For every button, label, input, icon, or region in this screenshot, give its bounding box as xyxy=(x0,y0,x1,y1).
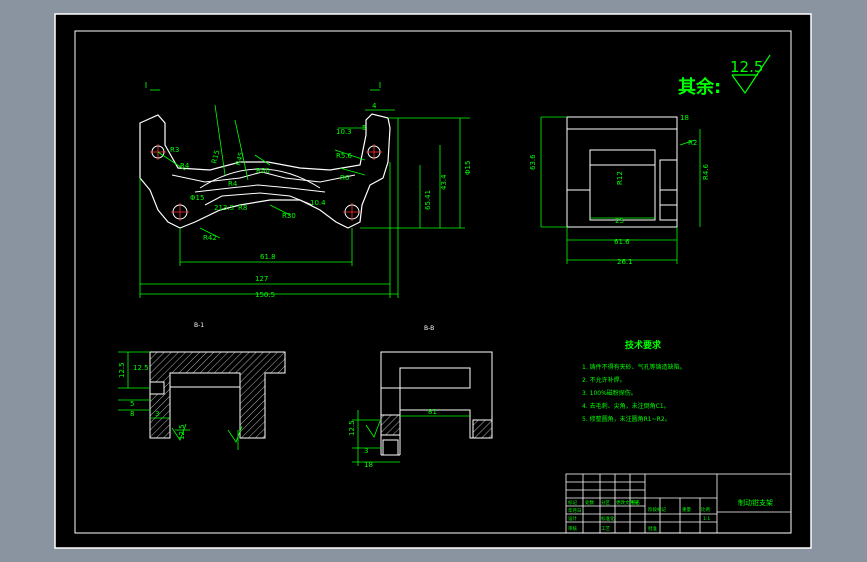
tb-label-mark: 标记 xyxy=(568,499,577,506)
sheet-border xyxy=(54,13,812,549)
dim-r30: R30 xyxy=(282,212,296,220)
side-dim-90: 26.1 xyxy=(617,258,633,266)
tech-note-2: 2. 不允许补焊。 xyxy=(582,376,626,384)
tech-note-5: 5. 修整圆角，未注圆角R1~R2。 xyxy=(582,415,671,423)
dim-r42: R42 xyxy=(203,234,217,242)
dim-r45: R45 xyxy=(234,151,245,166)
dim-r4-a: R4 xyxy=(180,162,190,170)
rest-roughness-label: 其余: xyxy=(678,76,721,98)
dim-10-4: 10.4 xyxy=(310,199,326,207)
side-dim-r2: R2 xyxy=(688,139,697,147)
sec-a-dim-6: 12.5 xyxy=(178,424,186,440)
section-view-a: B-1 12.5 12.5 5 8 3 12.5 xyxy=(118,322,286,450)
section-b-label: B-B xyxy=(424,325,434,332)
dim-r5-6: R5.6 xyxy=(336,152,353,160)
tb-label-weight: 重量 xyxy=(682,506,691,513)
tb-label-zone: 分区 xyxy=(601,499,610,506)
drawing-frame xyxy=(74,30,792,534)
technical-requirements: 技术要求 1. 铸件不得有夹砂、气孔等铸造缺陷。 2. 不允许补焊。 3. 10… xyxy=(582,339,686,423)
tb-label-scale: 比例 xyxy=(701,506,710,513)
side-dim-r12: R12 xyxy=(616,171,624,185)
tb-label-count: 处数 xyxy=(585,499,594,506)
sec-a-dim-3: 5 xyxy=(130,400,134,408)
tech-note-1: 1. 铸件不得有夹砂、气孔等铸造缺陷。 xyxy=(582,363,686,371)
roughness-value: 12.5 xyxy=(730,58,763,76)
dim-r50: R50 xyxy=(256,167,270,175)
sec-b-dim-2: 81 xyxy=(428,408,437,416)
dim-150: 127 xyxy=(255,275,268,283)
sec-b-dim-3: 3 xyxy=(364,447,368,455)
side-view: 63.6 25 61.6 26.1 R4.6 R12 R2 18 xyxy=(529,114,710,266)
dim-213: 150.5 xyxy=(255,291,275,299)
tb-label-design: 设计 xyxy=(568,515,577,522)
tb-label-approve: 批准 xyxy=(648,525,657,532)
tb-label-doc: 更改文件号 xyxy=(616,499,639,506)
sec-b-dim-1: 12.5 xyxy=(348,420,356,436)
tb-label-craft: 工艺 xyxy=(601,526,610,532)
section-a-label: B-1 xyxy=(194,322,204,329)
dim-r8: R8 xyxy=(238,204,247,212)
tb-label-sign: 签名 xyxy=(631,499,640,506)
dim-5: 5 xyxy=(362,124,366,132)
tb-label-review: 审核 xyxy=(568,525,577,532)
tech-notes-title: 技术要求 xyxy=(625,339,662,351)
tb-label-standard: 标准化 xyxy=(601,515,615,522)
dim-phi15-b: Φ15 xyxy=(190,194,204,202)
roughness-symbol-icon xyxy=(171,423,187,441)
tech-note-3: 3. 100%磁粉探伤。 xyxy=(582,389,637,397)
sec-b-dim-4: 18 xyxy=(364,461,373,469)
dim-r6: R6 xyxy=(340,174,350,182)
roughness-symbol-icon xyxy=(227,425,243,443)
dim-43: 43.4 xyxy=(440,174,448,190)
dim-61-8: Φ15 xyxy=(464,161,472,175)
dim-r4-b: R4 xyxy=(228,180,238,188)
side-dim-63: 63.6 xyxy=(529,154,537,170)
side-dim-r4: R4.6 xyxy=(702,163,710,180)
tb-label-stage: 阶段标记 xyxy=(648,506,666,513)
side-dim-18: 18 xyxy=(680,114,689,122)
sec-a-dim-4: 8 xyxy=(130,410,134,418)
dim-phi15-a: 213.5 xyxy=(214,204,234,212)
dim-10-3: 10.3 xyxy=(336,128,352,136)
dim-r3: R3 xyxy=(170,146,179,154)
dim-4: 4 xyxy=(372,102,377,110)
sec-a-dim-2: 12.5 xyxy=(133,364,149,372)
dim-127: 61.8 xyxy=(260,253,276,261)
tb-part-name: 制动钳支架 xyxy=(738,498,773,507)
section-view-b: B-B 12.5 81 3 18 xyxy=(348,325,493,469)
tb-scale-value: 1:1 xyxy=(703,516,710,522)
sec-a-dim-1: 12.5 xyxy=(118,362,126,378)
tb-label-date: 年月日 xyxy=(568,507,582,514)
title-block xyxy=(565,473,792,534)
side-dim-61: 61.6 xyxy=(614,238,630,246)
sec-a-dim-5: 3 xyxy=(155,410,159,418)
roughness-symbol-icon xyxy=(365,420,381,438)
side-dim-25: 25 xyxy=(615,217,624,225)
dim-r15: R15 xyxy=(210,149,221,164)
dim-65: 65.41 xyxy=(424,190,432,210)
front-view: 61.8 127 150.5 R42 R30 10.3 R5.6 213.5 R… xyxy=(139,82,472,299)
tech-note-4: 4. 去毛刺、尖角，未注倒角C1。 xyxy=(582,402,670,410)
roughness-symbol-icon xyxy=(731,54,771,95)
